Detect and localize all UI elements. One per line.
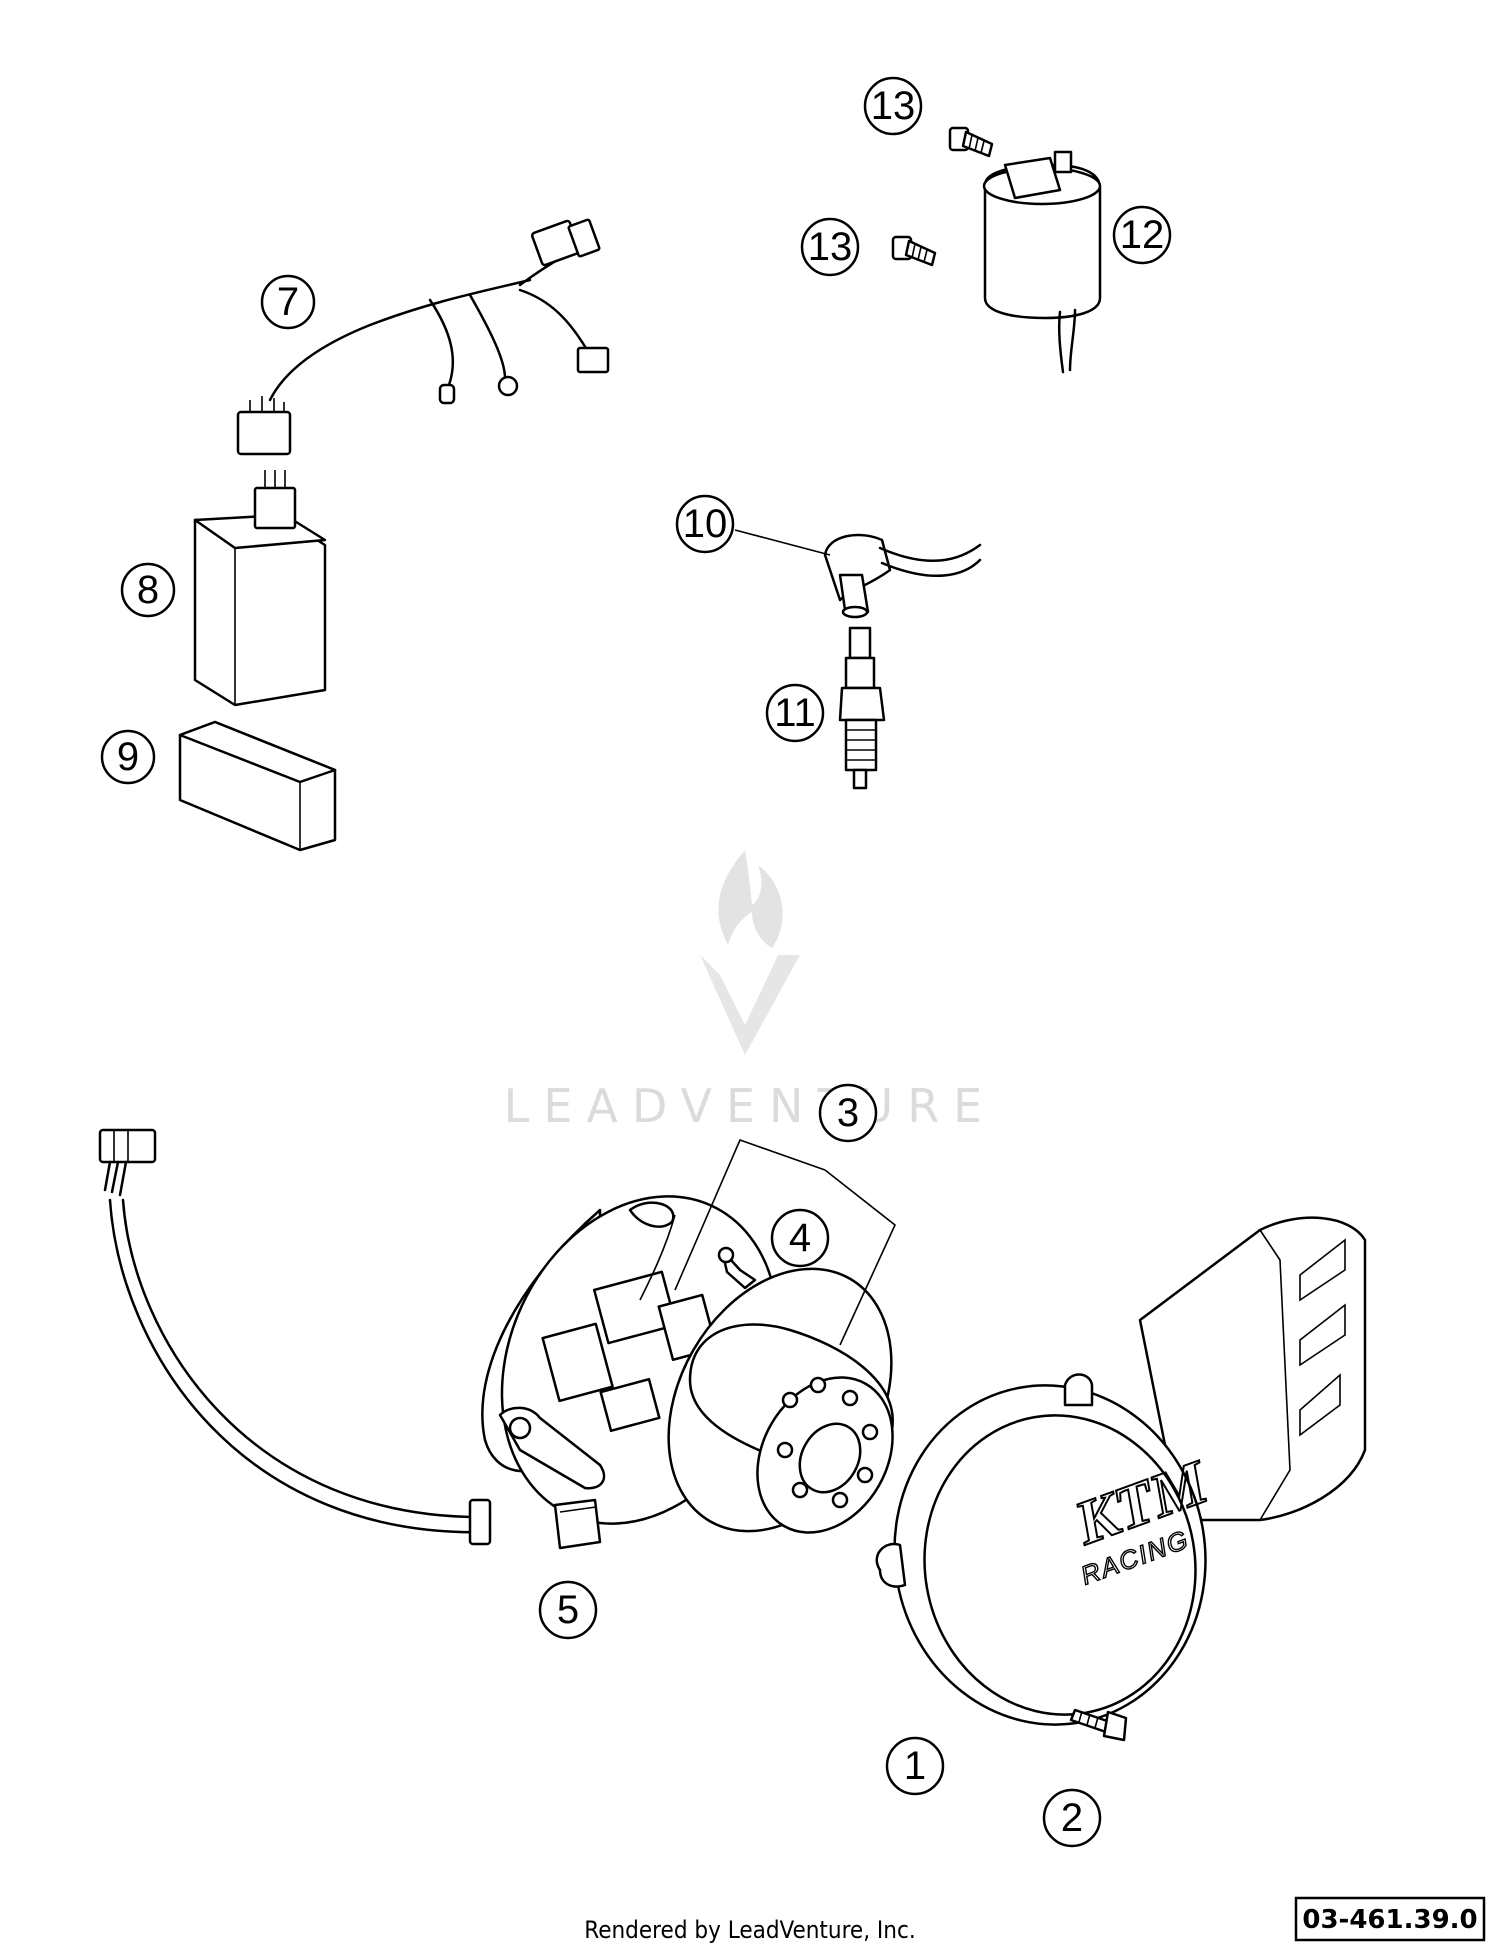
callout-7-label: 7 [277,280,299,324]
part-12-ignition-coil [982,150,1102,374]
stator-cable [98,1128,492,1546]
watermark-flame-icon [718,850,783,948]
leader-3-left [674,1138,826,1291]
part-4-screw [717,1246,757,1290]
part-1-ignition-cover: KTM RACING [875,1216,1367,1726]
callout-2-label: 2 [1061,1796,1083,1840]
callout-11: 11 [765,683,825,743]
callout-11-label: 11 [774,691,816,735]
callout-10: 10 [675,494,735,554]
callout-7: 7 [260,274,316,330]
callout-9: 9 [100,729,156,785]
callout-12: 12 [1112,205,1172,265]
callout-13-lower: 13 [800,217,860,277]
callout-13-upper-label: 13 [871,84,916,128]
callout-1-label: 1 [904,1744,926,1788]
part-7-wiring-harness [236,218,610,456]
diagram-code: 03-461.39.0 [1302,1905,1477,1935]
part-11-spark-plug [838,626,886,790]
part-10-spark-plug-connector [823,533,982,619]
callout-4-label: 4 [789,1216,811,1260]
callout-1: 1 [885,1736,945,1796]
callout-3-label: 3 [837,1091,859,1135]
callout-8: 8 [120,562,176,618]
watermark: LEADVENTURE [504,850,997,1133]
part-13-bolt-lower [891,235,937,267]
callout-5-label: 5 [557,1588,579,1632]
watermark-v-icon [700,955,800,1055]
watermark-text: LEADVENTURE [504,1079,997,1133]
part-13-bolt-upper [948,126,994,158]
callout-3: 3 [818,1083,878,1143]
callout-12-label: 12 [1120,213,1165,257]
callout-8-label: 8 [137,568,159,612]
part-5-pickup [553,1498,602,1550]
part-3-rotor [667,1267,894,1534]
footer-rendered-by: Rendered by LeadVenture, Inc. [584,1916,915,1944]
callout-2: 2 [1042,1788,1102,1848]
callout-13-lower-label: 13 [808,225,853,269]
callout-5: 5 [538,1580,598,1640]
part-8-cdi-unit [193,470,327,707]
callout-4: 4 [770,1208,830,1268]
callout-10-label: 10 [683,502,728,546]
diagram-code-box: 03-461.39.0 [1294,1896,1486,1942]
part-9-cdi-holder [178,720,337,852]
callout-13-upper: 13 [863,76,923,136]
part-2-bolt [1069,1708,1128,1742]
leader-10 [734,529,831,556]
leader-3-right [824,1169,896,1346]
callout-9-label: 9 [117,735,139,779]
leader-lines [674,529,896,1346]
